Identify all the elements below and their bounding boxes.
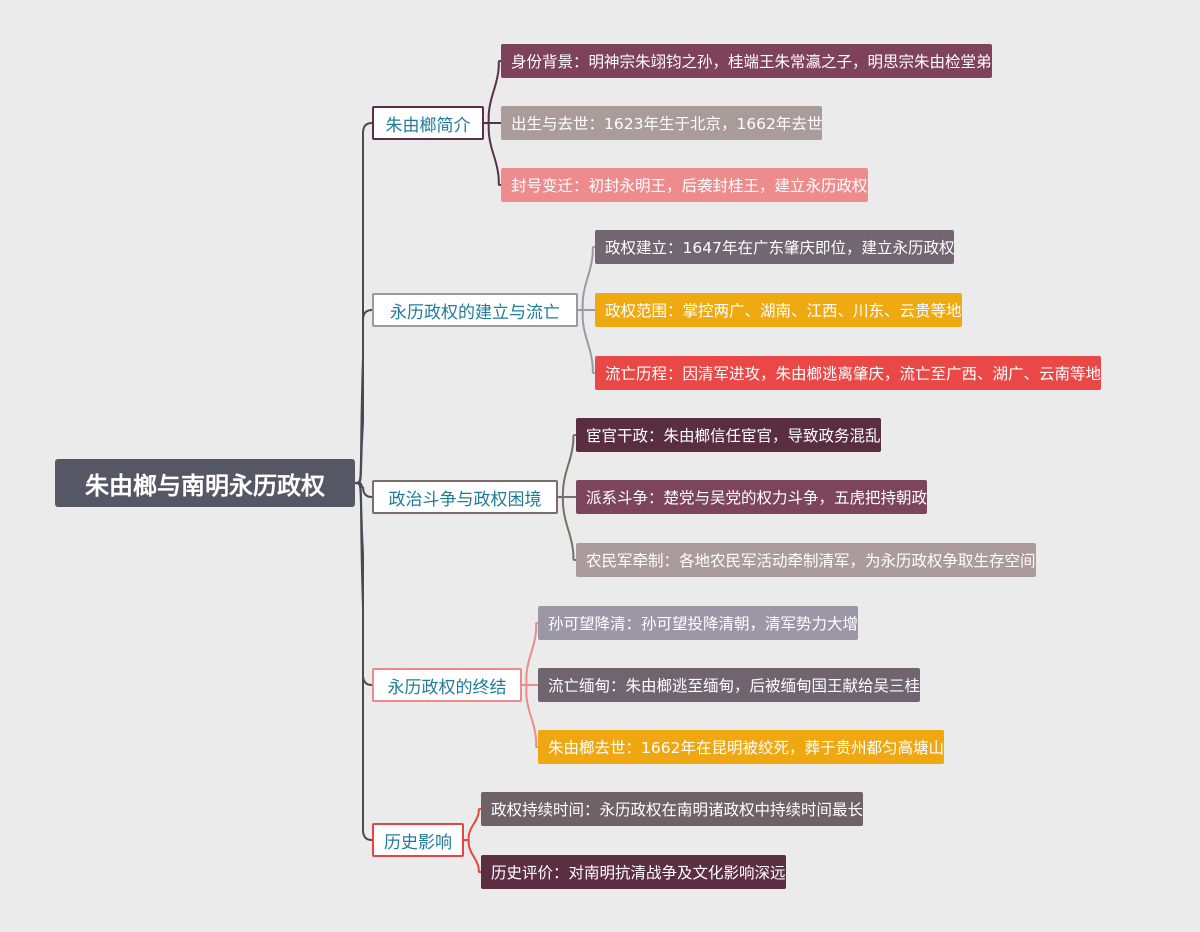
leaf-duration[interactable]: 政权持续时间：永历政权在南明诸政权中持续时间最长 [481,792,864,826]
leaf-birth-death[interactable]: 出生与去世：1623年生于北京，1662年去世 [501,106,823,140]
branch-connector [354,309,373,484]
branch-connector [354,482,373,841]
leaf-connector [577,246,596,311]
leaf-connector [463,808,482,841]
leaf-factions[interactable]: 派系斗争：楚党与吴党的权力斗争，五虎把持朝政 [576,480,928,514]
leaf-burma-exile[interactable]: 流亡缅甸：朱由榔逃至缅甸，后被缅甸国王献给吴三桂 [538,668,921,702]
branch-connector [354,482,373,498]
leaf-connector [557,496,577,561]
leaf-territory[interactable]: 政权范围：掌控两广、湖南、江西、川东、云贵等地 [595,293,962,327]
leaf-connector [521,684,539,748]
branch-establishment-exile[interactable]: 永历政权的建立与流亡 [372,293,578,327]
leaf-connector [577,309,596,374]
branch-profile[interactable]: 朱由榔简介 [372,106,484,140]
leaf-connector [521,622,539,686]
branch-historical-impact[interactable]: 历史影响 [372,823,464,857]
leaf-exile-course[interactable]: 流亡历程：因清军进攻，朱由榔逃离肇庆，流亡至广西、湖广、云南等地 [595,356,1102,390]
leaf-connector [463,839,482,873]
leaf-peasant-armies[interactable]: 农民军牵制：各地农民军活动牵制清军，为永历政权争取生存空间 [576,543,1036,577]
leaf-sun-kewang[interactable]: 孙可望降清：孙可望投降清朝，清军势力大增 [538,606,859,640]
leaf-connector [483,122,502,186]
leaf-connector [483,60,502,124]
leaf-connector [557,434,577,498]
leaf-eunuchs[interactable]: 宦官干政：朱由榔信任宦官，导致政务混乱 [576,418,881,452]
leaf-identity[interactable]: 身份背景：明神宗朱翊钧之孙，桂端王朱常瀛之子，明思宗朱由检堂弟 [501,44,992,78]
root-topic[interactable]: 朱由榔与南明永历政权 [55,459,355,507]
leaf-founding[interactable]: 政权建立：1647年在广东肇庆即位，建立永历政权 [595,230,955,264]
leaf-titles[interactable]: 封号变迁：初封永明王，后袭封桂王，建立永历政权 [501,168,868,202]
leaf-evaluation[interactable]: 历史评价：对南明抗清战争及文化影响深远 [481,855,786,889]
branch-end-of-regime[interactable]: 永历政权的终结 [372,668,522,702]
leaf-death[interactable]: 朱由榔去世：1662年在昆明被绞死，葬于贵州都匀高塘山 [538,730,944,764]
branch-political-struggle[interactable]: 政治斗争与政权困境 [372,480,558,514]
